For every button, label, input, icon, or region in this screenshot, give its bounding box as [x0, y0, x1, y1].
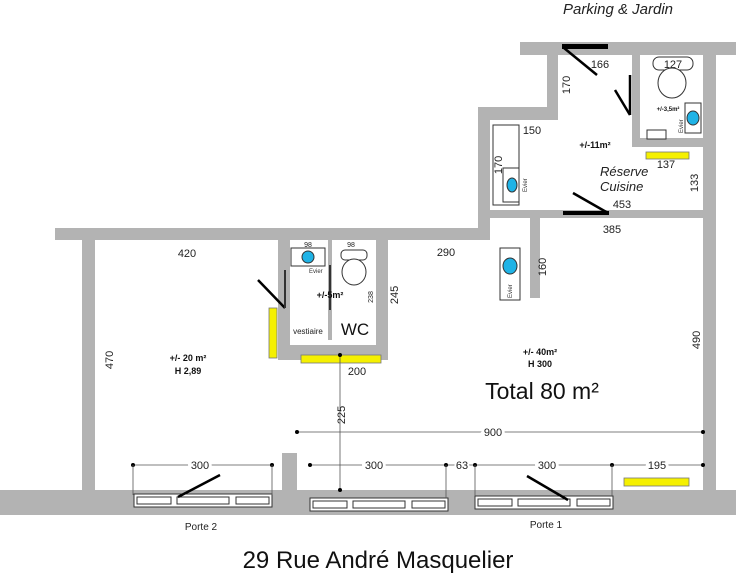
label-fixtures-sink: Evier	[523, 178, 529, 192]
wc-block-area: +/-5m²	[317, 290, 344, 300]
label-dimensions-d160: 160	[537, 258, 549, 276]
label-dimensions-d490: 490	[691, 331, 703, 349]
label-dimensions-d900: 900	[484, 427, 502, 439]
address-title: 29 Rue André Masquelier	[243, 547, 514, 574]
label-dimensions-d300a: 300	[191, 460, 209, 472]
reserve-name-2: Cuisine	[600, 179, 643, 194]
main-left-area: +/- 20 m²	[170, 353, 207, 363]
vestiaire-label: vestiaire	[293, 327, 323, 336]
total-area: Total 80 m²	[485, 378, 599, 404]
label-dimensions-d63: 63	[456, 460, 468, 472]
porte-2-label: Porte 2	[185, 522, 218, 533]
room-labels: +/- 20 m² H 2,89 +/- 40m² H 300 Total 80…	[170, 106, 680, 404]
label-dimensions-d238: 238	[368, 291, 375, 303]
top-label: Parking & Jardin	[563, 1, 673, 18]
main-right-area: +/- 40m²	[523, 347, 557, 357]
label-dimensions-d200: 200	[348, 366, 366, 378]
main-right-height: H 300	[528, 359, 552, 369]
walls	[0, 42, 736, 515]
toilet-back: Evier	[646, 56, 702, 140]
label-dimensions-d385: 385	[603, 224, 621, 236]
sink-main: Evier	[499, 247, 521, 301]
sink-vestiaire: Evier	[290, 247, 326, 275]
label-dimensions-d470: 470	[104, 351, 116, 369]
wc-label: WC	[341, 320, 369, 339]
label-dimensions-d290: 290	[437, 247, 455, 259]
label-dimensions-d225: 225	[336, 406, 348, 424]
porte-1-label: Porte 1	[530, 520, 563, 531]
toilet-wc	[340, 249, 368, 286]
main-left-height: H 2,89	[175, 366, 202, 376]
label-dimensions-d98a: 98	[304, 242, 312, 249]
label-dimensions-d245: 245	[389, 286, 401, 304]
label-fixtures-sink: Evier	[679, 119, 685, 133]
label-dimensions-d170a: 170	[493, 156, 505, 174]
reserve-area: +/-11m²	[579, 140, 610, 150]
reserve-name-1: Réserve	[600, 164, 648, 179]
label-dimensions-d453: 453	[613, 199, 631, 211]
label-dimensions-d195: 195	[648, 460, 666, 472]
label-fixtures-sink: Evier	[309, 269, 323, 275]
radiators	[268, 151, 690, 487]
doors	[257, 44, 632, 310]
window-middle	[309, 497, 449, 512]
label-dimensions-d166: 166	[591, 59, 609, 71]
dimension-lines	[131, 353, 705, 498]
label-dimensions-d137: 137	[657, 159, 675, 171]
dimension-labels: 420 290 470 490 160 385 453 133 137 150 …	[104, 59, 703, 475]
label-dimensions-d133: 133	[689, 174, 701, 192]
label-dimensions-d170b: 170	[561, 76, 573, 94]
label-dimensions-d150: 150	[523, 125, 541, 137]
label-fixtures-sink: Evier	[508, 284, 514, 298]
label-dimensions-d98b: 98	[347, 242, 355, 249]
label-dimensions-d420: 420	[178, 248, 196, 260]
toilet-back-area: +/-3,5m²	[657, 106, 680, 113]
window-porte-1[interactable]	[474, 474, 614, 510]
window-porte-2[interactable]	[133, 473, 273, 508]
label-dimensions-d300b: 300	[365, 460, 383, 472]
sink-reserve: Evier	[492, 124, 529, 206]
label-dimensions-d300c: 300	[538, 460, 556, 472]
label-dimensions-d127: 127	[664, 59, 682, 71]
